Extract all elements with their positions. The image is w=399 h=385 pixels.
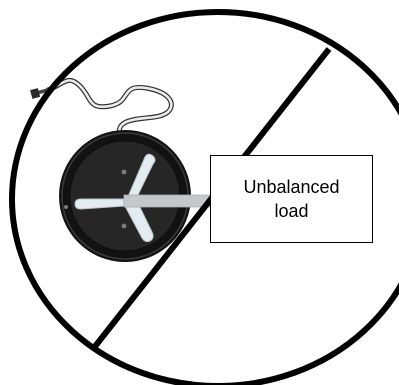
label-line-2: load	[274, 199, 308, 223]
unbalanced-load-label: Unbalanced load	[210, 155, 373, 243]
label-line-1: Unbalanced	[243, 175, 339, 199]
